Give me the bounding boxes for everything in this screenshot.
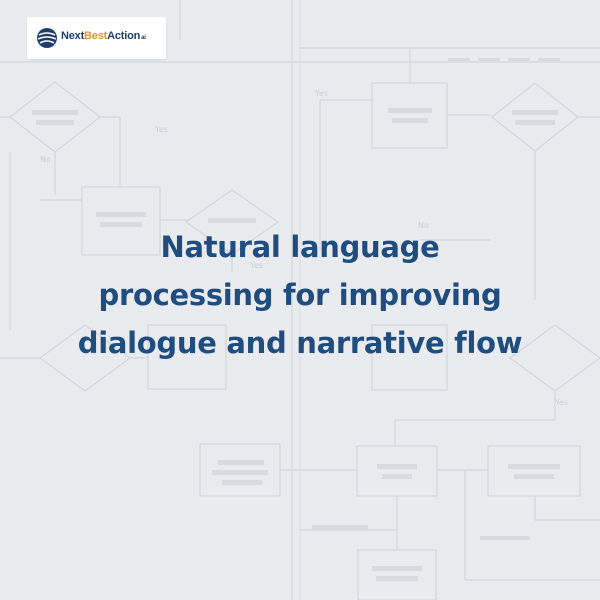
headline-line-2: processing for improving — [98, 278, 502, 312]
brand-name-suffix: ai — [141, 35, 146, 41]
process-shape — [356, 445, 438, 497]
brand-name-part2: Best — [84, 30, 108, 42]
brand-name-part3: Action — [107, 30, 141, 42]
flow-label: No — [418, 221, 429, 230]
flow-label: Yes — [314, 89, 328, 98]
process-shape — [81, 186, 161, 256]
process-shape — [371, 324, 448, 391]
process-shape — [147, 324, 227, 390]
process-shape — [371, 82, 448, 149]
process-shape — [487, 445, 581, 497]
brand-name: NextBestActionai — [61, 30, 146, 42]
decision-shape — [38, 324, 132, 392]
brand-name-part1: Next — [61, 30, 85, 42]
globe-icon — [37, 28, 57, 48]
flow-label: Yes — [554, 398, 568, 407]
headline-line-3: dialogue and narrative flow — [77, 326, 523, 360]
decision-shape — [491, 82, 579, 152]
process-shape — [357, 549, 437, 600]
brand-logo[interactable]: NextBestActionai — [27, 17, 166, 59]
flow-label: Yes — [249, 261, 263, 270]
flow-label: Yes — [154, 125, 168, 134]
headline-line-1: Natural language — [160, 230, 440, 264]
flow-label: No — [40, 155, 51, 164]
headline: Natural language processing for improvin… — [40, 223, 560, 367]
decision-shape — [9, 81, 101, 153]
